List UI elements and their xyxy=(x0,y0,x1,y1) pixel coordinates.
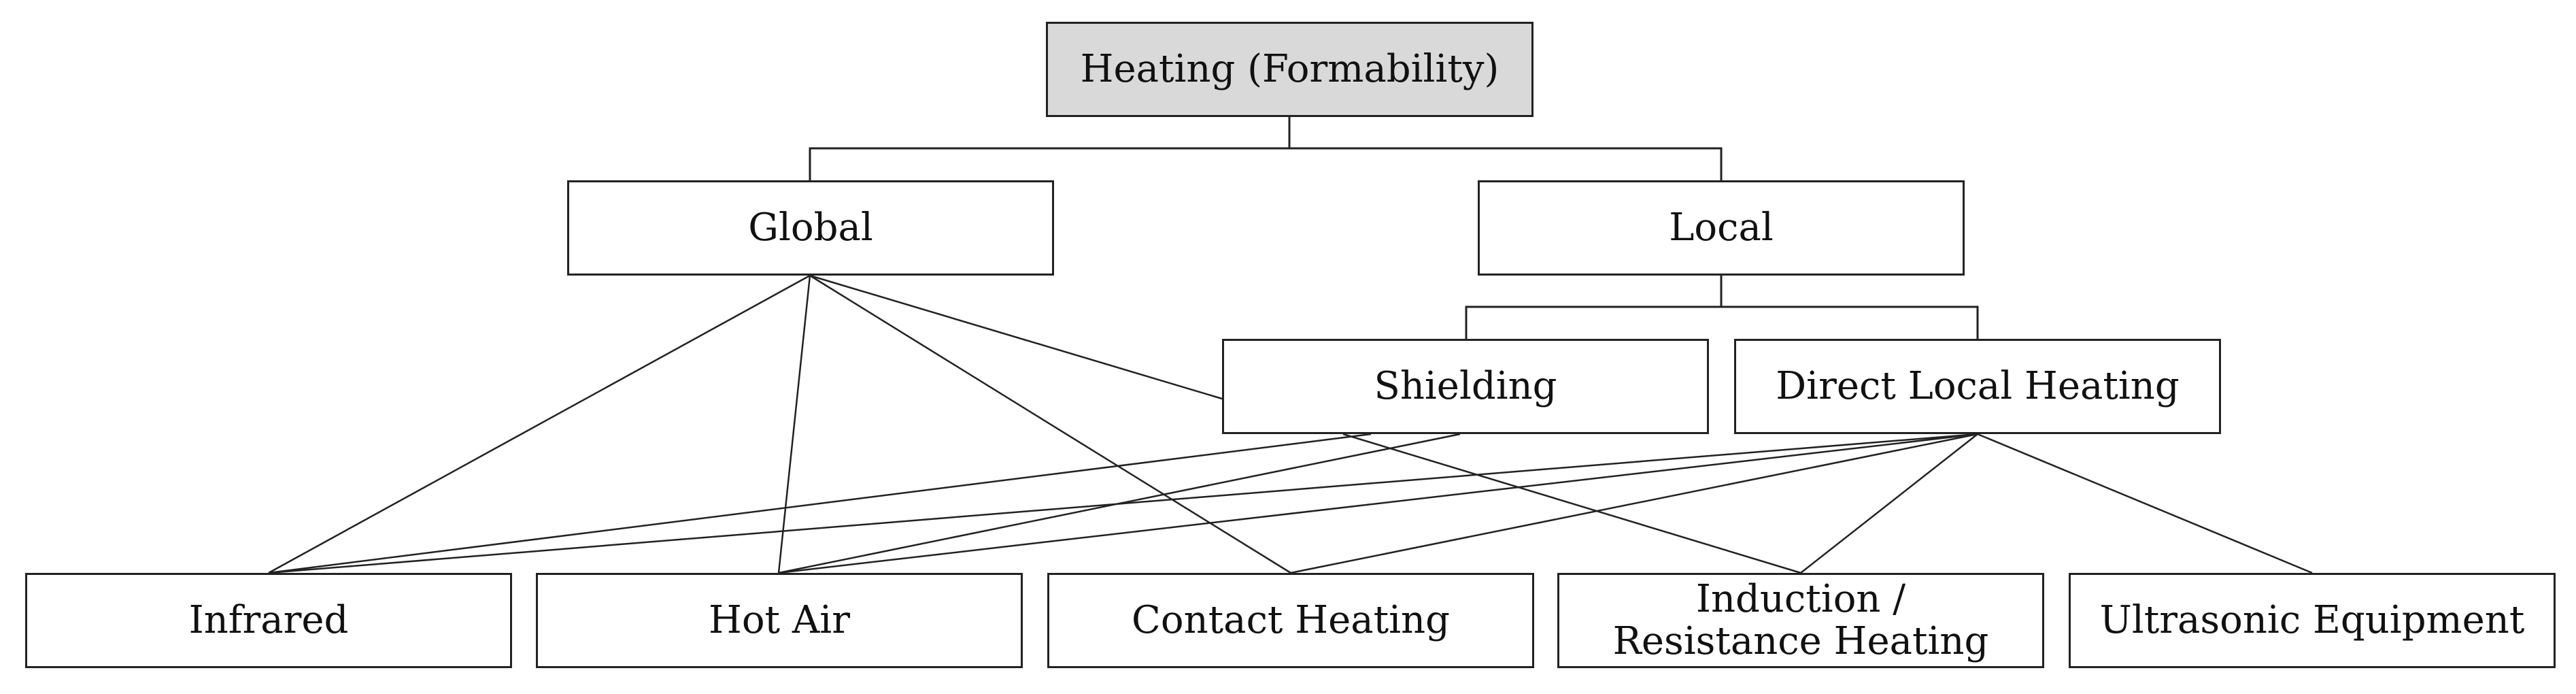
local-node: Local xyxy=(1478,180,1965,276)
contact-heating-label: Contact Heating xyxy=(1132,598,1450,643)
root-connector xyxy=(809,117,1291,180)
root-connector xyxy=(1289,147,1723,180)
link-direct-induction xyxy=(1800,433,1978,574)
infrared-node: Infrared xyxy=(25,573,512,668)
link-direct-hot-air xyxy=(778,433,1978,574)
local-connector xyxy=(1465,276,1723,339)
link-direct-ultrasonic xyxy=(1977,433,2313,574)
link-global-contact-heating xyxy=(809,274,1291,574)
direct-local-heating-node: Direct Local Heating xyxy=(1734,339,2221,434)
local-label: Local xyxy=(1669,205,1774,250)
contact-heating-node: Contact Heating xyxy=(1047,573,1534,668)
root-node: Heating (Formability) xyxy=(1046,22,1533,117)
root-label: Heating (Formability) xyxy=(1080,47,1499,92)
link-global-infrared xyxy=(268,274,811,574)
infrared-label: Infrared xyxy=(188,598,349,643)
global-label: Global xyxy=(748,205,873,250)
hot-air-label: Hot Air xyxy=(709,598,850,643)
link-direct-infrared xyxy=(268,433,1978,574)
induction-resistance-heating-node: Induction / Resistance Heating xyxy=(1557,573,2044,668)
link-direct-contact-heating xyxy=(1290,433,1978,574)
ultrasonic-equipment-node: Ultrasonic Equipment xyxy=(2069,573,2556,668)
shielding-node: Shielding xyxy=(1222,339,1709,434)
global-node: Global xyxy=(567,180,1054,276)
ultrasonic-equipment-label: Ultrasonic Equipment xyxy=(2099,598,2525,643)
direct-local-heating-label: Direct Local Heating xyxy=(1776,364,2180,409)
link-shielding-infrared xyxy=(268,433,1372,574)
hot-air-node: Hot Air xyxy=(536,573,1023,668)
link-global-shielding xyxy=(809,274,1223,400)
link-shielding-induction xyxy=(1342,433,1801,574)
local-connector xyxy=(1721,305,1979,339)
induction-resistance-heating-label: Induction / Resistance Heating xyxy=(1612,577,1989,663)
link-global-hot-air xyxy=(777,275,811,574)
shielding-label: Shielding xyxy=(1374,364,1557,409)
